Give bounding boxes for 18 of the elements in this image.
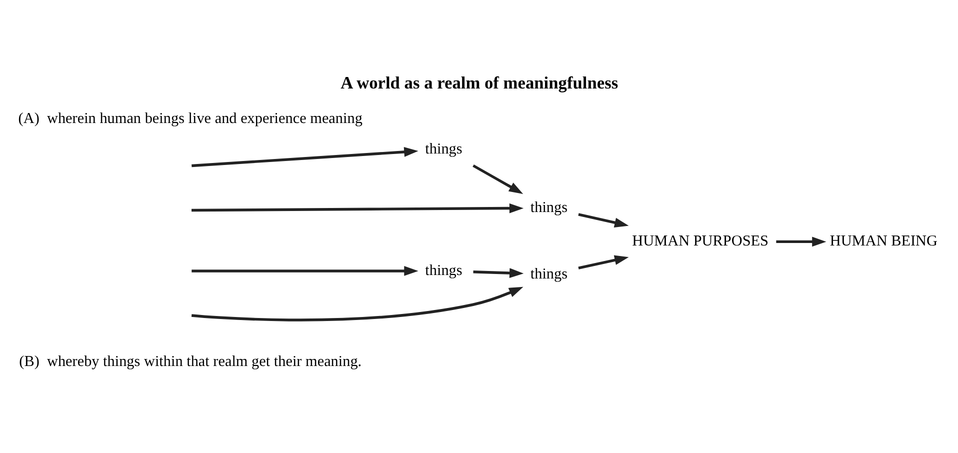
node-text: things [530,199,568,216]
arrow [192,203,524,214]
arrow [192,266,418,276]
label: (A) wherein human beings live and experience meaning [18,110,362,128]
arrow [578,213,629,228]
arrow [192,147,418,168]
arrow [191,286,524,322]
diagram-title: A world as a realm of meaningfulness [340,73,618,92]
node-text: things [530,265,568,282]
node-text: HUMAN BEING [830,232,938,250]
node-text: things [425,262,462,279]
arrow [472,164,524,194]
arrow [578,255,629,270]
arrow [776,236,826,247]
arrow [473,268,524,278]
label: (B) whereby things within that realm get their meaning. [19,353,362,370]
node-text: HUMAN PURPOSES [632,232,769,250]
node-text: things [425,140,462,158]
